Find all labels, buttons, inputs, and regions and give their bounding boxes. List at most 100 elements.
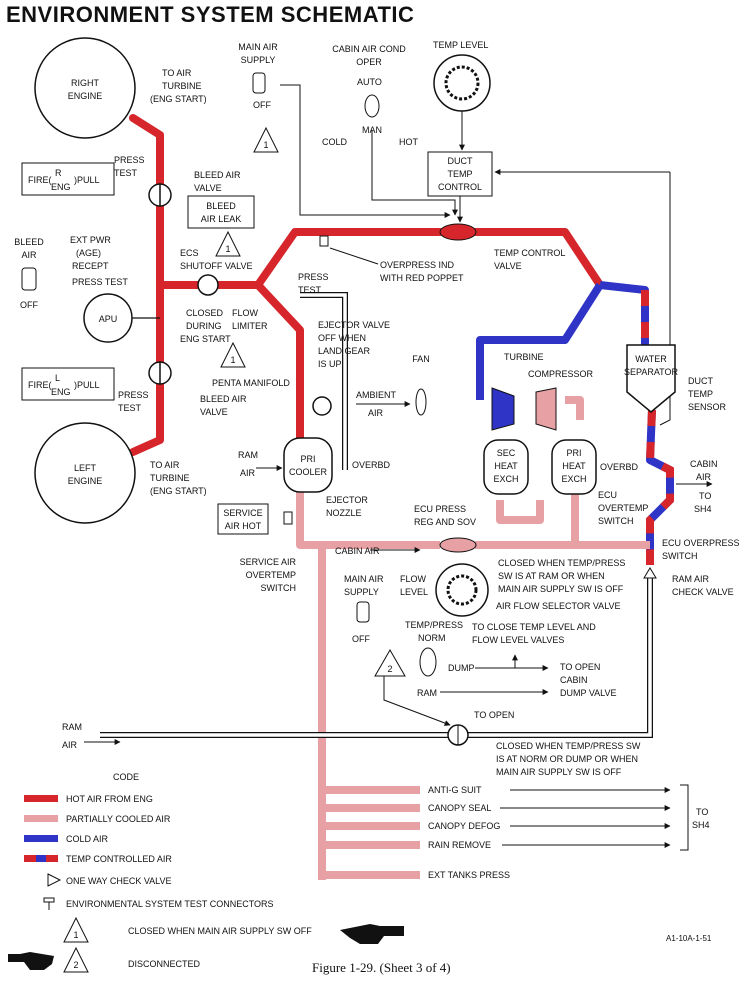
check-valve-icon (47, 873, 62, 887)
svg-text:OVERBD: OVERBD (600, 462, 639, 472)
svg-text:TEMP CONTROL: TEMP CONTROL (494, 248, 565, 258)
svg-text:DISCONNECTED: DISCONNECTED (128, 959, 201, 969)
svg-text:LEVEL: LEVEL (400, 587, 428, 597)
svg-text:TEST: TEST (118, 403, 142, 413)
fan (415, 388, 427, 416)
svg-text:WATER: WATER (635, 354, 667, 364)
svg-text:SH4: SH4 (692, 820, 710, 830)
svg-text:TO: TO (696, 807, 708, 817)
svg-text:SUPPLY: SUPPLY (344, 587, 379, 597)
svg-text:CABIN: CABIN (560, 675, 588, 685)
svg-text:NOZZLE: NOZZLE (326, 508, 362, 518)
svg-text:CLOSED: CLOSED (186, 308, 224, 318)
press-test-connector (319, 235, 329, 247)
svg-text:SH4: SH4 (694, 504, 712, 514)
svg-text:FLOW LEVEL VALVES: FLOW LEVEL VALVES (472, 635, 564, 645)
svg-text:VALVE: VALVE (200, 407, 228, 417)
svg-text:COLD: COLD (322, 137, 348, 147)
svg-text:RAM AIR: RAM AIR (672, 574, 710, 584)
svg-text:PENTA MANIFOLD: PENTA MANIFOLD (212, 378, 290, 388)
svg-text:FLOW: FLOW (400, 574, 427, 584)
svg-text:AIR LEAK: AIR LEAK (201, 214, 242, 224)
ejector-valve (312, 396, 332, 416)
svg-text:CABIN AIR COND: CABIN AIR COND (332, 44, 406, 54)
svg-text:CABIN: CABIN (690, 459, 718, 469)
svg-text:FAN: FAN (412, 354, 430, 364)
svg-text:TEMP: TEMP (447, 169, 472, 179)
svg-text:1: 1 (230, 355, 235, 365)
svg-text:TO CLOSE TEMP LEVEL AND: TO CLOSE TEMP LEVEL AND (472, 622, 596, 632)
svg-text:RAM: RAM (417, 688, 437, 698)
svg-text:AIR HOT: AIR HOT (225, 521, 262, 531)
svg-text:SEPARATOR: SEPARATOR (624, 367, 679, 377)
test-connector-icon (43, 897, 55, 910)
svg-text:OVERBD: OVERBD (352, 460, 391, 470)
svg-text:BLEED: BLEED (206, 201, 236, 211)
svg-text:TURBINE: TURBINE (150, 473, 190, 483)
svg-text:APU: APU (99, 314, 118, 324)
legend-code: CODE (113, 772, 139, 782)
fire-r-handle (21, 162, 115, 196)
svg-text:(ENG START): (ENG START) (150, 486, 207, 496)
temp-control-valve (439, 223, 477, 241)
svg-text:LAND GEAR: LAND GEAR (318, 346, 371, 356)
svg-text:ECU PRESS: ECU PRESS (414, 504, 466, 514)
svg-text:COLD AIR: COLD AIR (66, 834, 109, 844)
svg-text:ONE WAY CHECK VALVE: ONE WAY CHECK VALVE (66, 876, 172, 886)
svg-text:PRESS: PRESS (114, 155, 145, 165)
svg-text:OFF WHEN: OFF WHEN (318, 333, 366, 343)
svg-text:HEAT: HEAT (562, 461, 586, 471)
right-engine (34, 37, 136, 139)
svg-text:ANTI-G SUIT: ANTI-G SUIT (428, 785, 482, 795)
svg-text:EXT TANKS PRESS: EXT TANKS PRESS (428, 870, 510, 880)
pointing-hand-icon (340, 924, 404, 944)
svg-text:NORM: NORM (418, 633, 446, 643)
svg-text:AIR: AIR (696, 472, 712, 482)
sec-heat-exch (483, 439, 529, 495)
svg-text:)PULL: )PULL (74, 380, 100, 390)
right-engine-label: RIGHT (71, 78, 100, 88)
svg-text:BLEED AIR: BLEED AIR (200, 394, 247, 404)
svg-text:HOT: HOT (399, 137, 419, 147)
svg-text:ENG START: ENG START (180, 334, 231, 344)
svg-text:PARTIALLY COOLED AIR: PARTIALLY COOLED AIR (66, 814, 171, 824)
partially-cooled-ducts (296, 396, 650, 880)
svg-text:RAM: RAM (62, 722, 82, 732)
temp-press-switch (419, 647, 437, 677)
svg-text:TEST: TEST (298, 285, 322, 295)
service-air-hot (217, 503, 269, 535)
svg-text:TEMP/PRESS: TEMP/PRESS (405, 620, 463, 630)
svg-text:DUMP: DUMP (448, 663, 475, 673)
svg-text:1: 1 (73, 930, 78, 940)
svg-text:AIR: AIR (21, 250, 37, 260)
figure-caption: Figure 1-29. (Sheet 3 of 4) (312, 960, 451, 975)
cabin-air-cond-switch (364, 94, 380, 118)
svg-text:TO AIR: TO AIR (150, 460, 180, 470)
svg-text:1: 1 (263, 140, 268, 150)
svg-text:TEMP CONTROLLED AIR: TEMP CONTROLLED AIR (66, 854, 172, 864)
svg-text:SWITCH: SWITCH (662, 551, 698, 561)
svg-text:PRESS: PRESS (298, 272, 329, 282)
svg-text:SENSOR: SENSOR (688, 402, 727, 412)
svg-text:ENG: ENG (51, 387, 71, 397)
ram-air-check-valve (643, 567, 657, 579)
svg-text:LIMITER: LIMITER (232, 321, 268, 331)
svg-text:SW IS AT RAM OR WHEN: SW IS AT RAM OR WHEN (498, 571, 605, 581)
svg-text:2: 2 (387, 664, 392, 674)
svg-text:MAIN AIR SUPPLY SW IS OFF: MAIN AIR SUPPLY SW IS OFF (498, 584, 624, 594)
svg-text:AIR: AIR (62, 740, 78, 750)
temp-controlled-overlay (641, 290, 674, 565)
page-title: ENVIRONMENT SYSTEM SCHEMATIC (6, 2, 415, 27)
svg-text:AUTO: AUTO (357, 77, 382, 87)
svg-text:DUMP VALVE: DUMP VALVE (560, 688, 617, 698)
pri-cooler (283, 437, 333, 493)
turbine (491, 387, 515, 431)
svg-text:TEMP: TEMP (688, 389, 713, 399)
svg-text:HEAT: HEAT (494, 461, 518, 471)
svg-text:TO OPEN: TO OPEN (560, 662, 600, 672)
svg-text:EJECTOR VALVE: EJECTOR VALVE (318, 320, 390, 330)
svg-text:CANOPY DEFOG: CANOPY DEFOG (428, 821, 500, 831)
svg-text:AIR: AIR (368, 408, 384, 418)
svg-text:COMPRESSOR: COMPRESSOR (528, 369, 594, 379)
